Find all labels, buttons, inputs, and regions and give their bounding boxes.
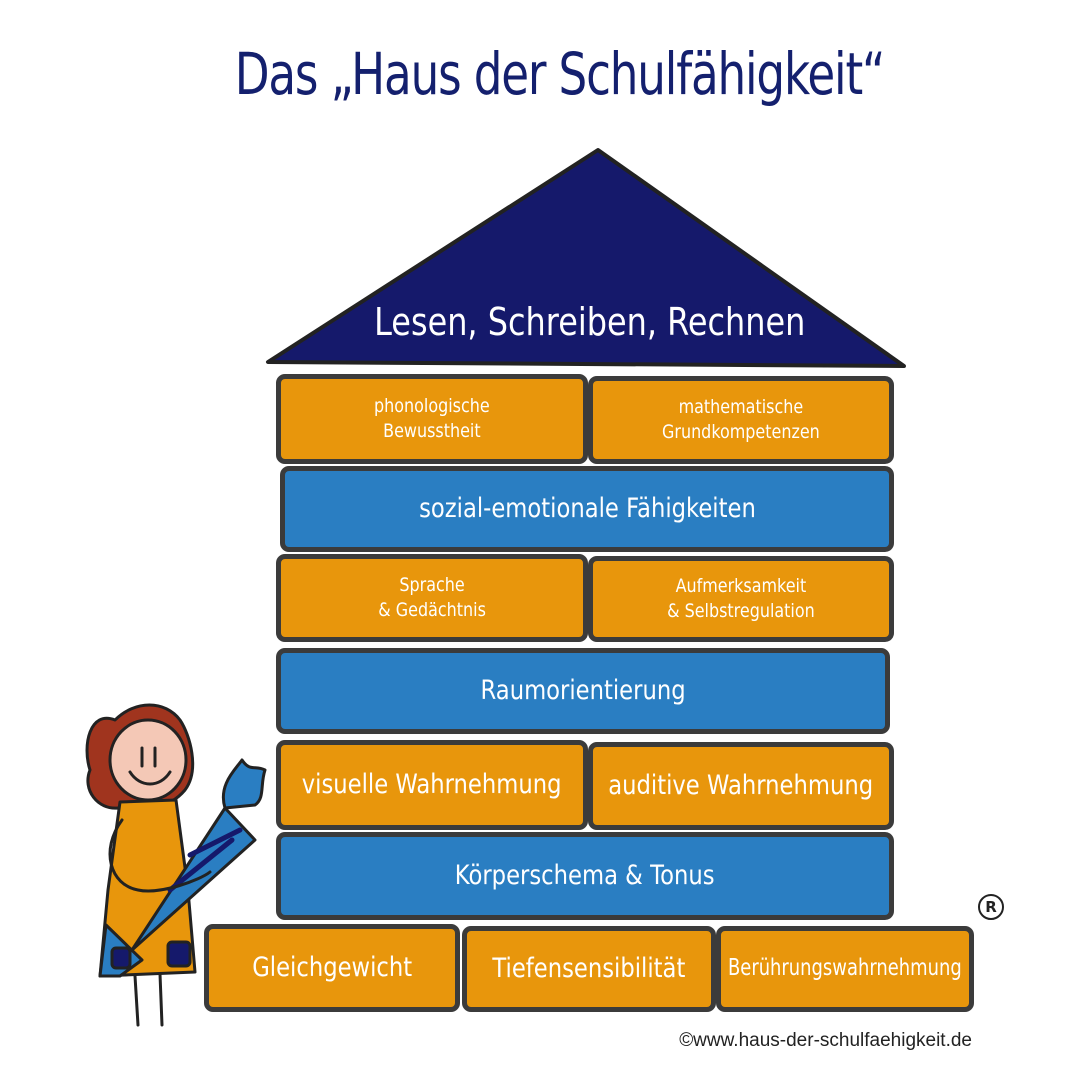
block-label: Gleichgewicht [252, 952, 412, 984]
cone-stripes [167, 827, 243, 893]
block-deep-sensitivity: Tiefensensibilität [462, 926, 716, 1012]
block-language-memory: Sprache & Gedächtnis [276, 554, 588, 642]
block-label: sozial-emotionale Fähigkeiten [418, 493, 756, 525]
eyes [140, 746, 157, 768]
block-label: mathematische Grundkompetenzen [662, 396, 820, 443]
dress [98, 798, 197, 978]
block-balance: Gleichgewicht [204, 924, 460, 1012]
block-label: auditive Wahrnehmung [608, 770, 874, 802]
registered-mark-text: R [985, 898, 997, 916]
block-label: Sprache & Gedächtnis [378, 574, 486, 621]
block-math-competencies: mathematische Grundkompetenzen [588, 376, 894, 464]
block-attention-selfregulation: Aufmerksamkeit & Selbstregulation [588, 556, 894, 642]
block-label: Tiefensensibilität [492, 953, 686, 985]
block-label: Aufmerksamkeit & Selbstregulation [667, 575, 815, 622]
block-visual-perception: visuelle Wahrnehmung [276, 740, 588, 830]
block-label: Berührungswahrnehmung [728, 955, 962, 982]
website-credit: ©www.haus-der-schulfaehigkeit.de [679, 1030, 972, 1051]
page-title: Das „Haus der Schulfähigkeit“ [234, 40, 886, 108]
block-label: phonologische Bewusstheit [374, 395, 490, 442]
roof-label-text: Lesen, Schreiben, Rechnen [374, 300, 806, 344]
block-label: Körperschema & Tonus [455, 860, 715, 892]
legs [133, 972, 164, 1027]
block-touch-perception: Berührungswahrnehmung [716, 926, 974, 1012]
girl-illustration [85, 703, 267, 1027]
block-spatial-orientation: Raumorientierung [276, 648, 890, 734]
block-label: Raumorientierung [480, 675, 686, 707]
pocket-left [110, 946, 132, 970]
arm [108, 818, 212, 893]
block-label: visuelle Wahrnehmung [302, 769, 562, 801]
block-body-schema-tonus: Körperschema & Tonus [276, 832, 894, 920]
block-auditive-perception: auditive Wahrnehmung [588, 742, 894, 830]
registered-trademark-icon: R [978, 894, 1004, 920]
cone-ribbon [221, 758, 267, 810]
block-social-emotional: sozial-emotionale Fähigkeiten [280, 466, 894, 552]
roof-label: Lesen, Schreiben, Rechnen [270, 300, 910, 344]
pocket-right [166, 940, 192, 968]
roof [266, 148, 906, 368]
block-phonological-awareness: phonologische Bewusstheit [276, 374, 588, 464]
smile [128, 770, 172, 786]
face [108, 718, 188, 802]
